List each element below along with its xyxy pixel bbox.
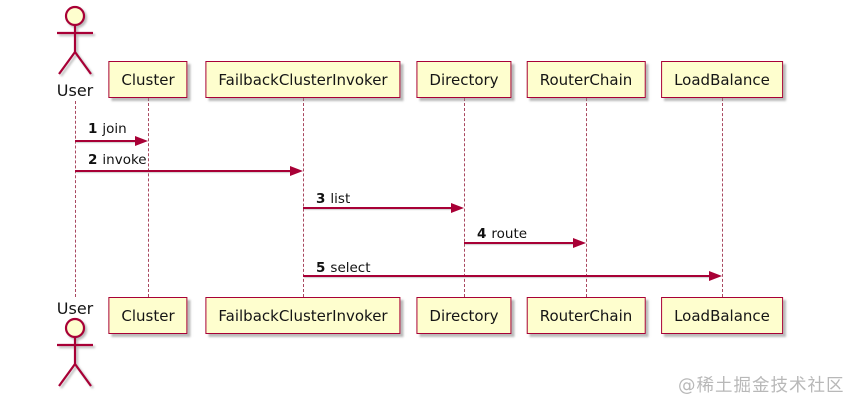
participant-top-failbackclusterinvoker: FailbackClusterInvoker xyxy=(205,61,401,98)
actor-label-bottom: User xyxy=(56,299,94,318)
message-5-arrowhead-icon xyxy=(709,271,722,281)
message-1-number: 1 xyxy=(88,121,98,137)
participant-bottom-loadbalance: LoadBalance xyxy=(661,297,783,334)
lifeline-user xyxy=(75,101,76,297)
message-5-arrow xyxy=(303,275,710,277)
message-2-number: 2 xyxy=(88,152,98,168)
lifeline-routerchain xyxy=(586,98,587,297)
lifeline-loadbalance xyxy=(722,98,723,297)
actor-label-top: User xyxy=(56,81,94,100)
watermark: @稀土掘金技术社区 xyxy=(678,376,845,396)
message-3-arrowhead-icon xyxy=(451,203,464,213)
message-4-number: 4 xyxy=(477,226,487,242)
message-2-arrow xyxy=(75,170,291,172)
message-3-number: 3 xyxy=(316,191,326,207)
participant-bottom-cluster: Cluster xyxy=(108,297,188,334)
message-2-arrowhead-icon xyxy=(290,166,303,176)
lifeline-cluster xyxy=(148,98,149,297)
message-3-arrow xyxy=(303,207,452,209)
participant-top-cluster: Cluster xyxy=(108,61,188,98)
participant-bottom-routerchain: RouterChain xyxy=(526,297,646,334)
message-4-arrow xyxy=(464,242,574,244)
user-actor-icon xyxy=(57,5,93,75)
user-actor-icon-bottom xyxy=(57,317,93,387)
participant-bottom-failbackclusterinvoker: FailbackClusterInvoker xyxy=(205,297,401,334)
message-1-arrow xyxy=(75,140,136,142)
message-1-arrowhead-icon xyxy=(135,136,148,146)
participant-top-directory: Directory xyxy=(416,61,512,98)
lifeline-failbackclusterinvoker xyxy=(303,98,304,297)
participant-bottom-directory: Directory xyxy=(416,297,512,334)
participant-top-loadbalance: LoadBalance xyxy=(661,61,783,98)
participant-top-routerchain: RouterChain xyxy=(526,61,646,98)
lifeline-directory xyxy=(464,98,465,297)
message-5-number: 5 xyxy=(316,260,326,276)
message-4-arrowhead-icon xyxy=(573,238,586,248)
